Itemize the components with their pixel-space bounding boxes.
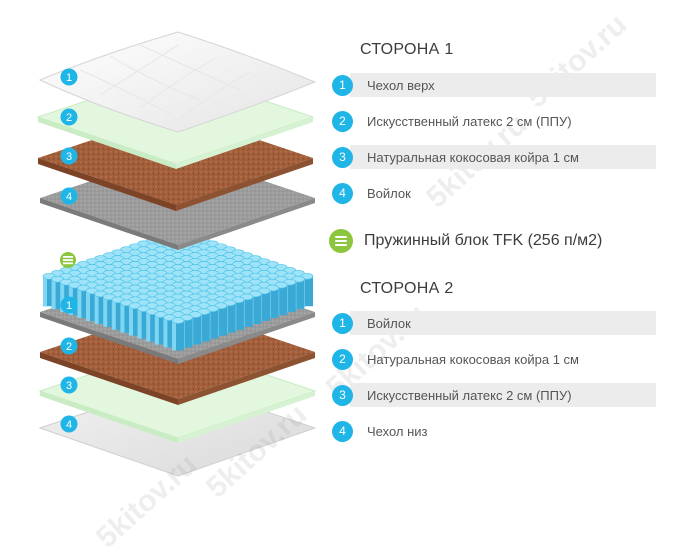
side-1-title: СТОРОНА 1 (360, 41, 454, 58)
badge-number: 2 (332, 348, 353, 370)
legend-label: Натуральная кокосовая койра 1 см (367, 149, 579, 165)
badge-number: 1 (332, 312, 353, 334)
layer-badge (60, 108, 78, 126)
layer-badge (60, 337, 78, 355)
spring-block-marker-icon (60, 252, 76, 268)
legend-label: Войлок (367, 185, 411, 201)
layer-badge (60, 415, 78, 433)
layer-badge-number: 2 (66, 112, 72, 124)
legend-item-cover-top: 1 Чехол верх (332, 73, 656, 97)
layer-badge-number: 1 (66, 300, 72, 312)
spring-coil (120, 302, 133, 333)
layer-badge (60, 147, 78, 165)
layer-badge (60, 296, 78, 314)
layer-cover-top (38, 31, 317, 133)
badge-number: 3 (332, 146, 353, 168)
legend-item-felt-bottom: 1 Войлок (332, 311, 656, 335)
layer-badge-number: 1 (66, 72, 72, 84)
layer-badge (60, 68, 78, 86)
layer-badge (60, 187, 78, 205)
top-layer-badges: 1 2 3 4 (60, 68, 78, 205)
legend-label: Чехол верх (367, 77, 435, 93)
badge-number: 1 (332, 74, 353, 96)
side-2-title: СТОРОНА 2 (360, 280, 454, 297)
legend-item-spring-block: Пружинный блок TFK (256 п/м2) (329, 228, 602, 254)
layer-badge-number: 2 (66, 341, 72, 353)
layer-badge-number: 4 (66, 191, 72, 203)
legend-item-latex-top: 2 Искусственный латекс 2 см (ППУ) (332, 109, 656, 133)
badge-number: 2 (332, 110, 353, 132)
legend-item-felt-top: 4 Войлок (332, 181, 656, 205)
layer-badge-number: 3 (66, 380, 72, 392)
layer-badge-number: 3 (66, 151, 72, 163)
spring-block-label: Пружинный блок TFK (256 п/м2) (364, 232, 603, 249)
layer-badge-number: 4 (66, 419, 72, 431)
bottom-layer-badges: 1 2 3 4 (60, 296, 78, 433)
badge-number: 3 (332, 384, 353, 406)
legend-label: Натуральная кокосовая койра 1 см (367, 351, 579, 367)
legend-item-latex-bottom: 3 Искусственный латекс 2 см (ППУ) (332, 383, 656, 407)
badge-number: 4 (332, 182, 353, 204)
legend-label: Войлок (367, 315, 411, 331)
legend-item-coconut-bottom: 2 Натуральная кокосовая койра 1 см (332, 347, 656, 371)
mattress-layers-illustration: 1 2 3 4 1 2 3 4 (36, 31, 317, 477)
badge-number: 4 (332, 420, 353, 442)
legend-item-coconut-top: 3 Натуральная кокосовая койра 1 см (332, 145, 656, 169)
legend-label: Чехол низ (367, 423, 428, 439)
spring-block-icon (329, 229, 353, 253)
legend-label: Искусственный латекс 2 см (ППУ) (367, 113, 572, 129)
layer-badge (60, 376, 78, 394)
legend-label: Искусственный латекс 2 см (ППУ) (367, 387, 572, 403)
legend-item-cover-bottom: 4 Чехол низ (332, 419, 656, 443)
